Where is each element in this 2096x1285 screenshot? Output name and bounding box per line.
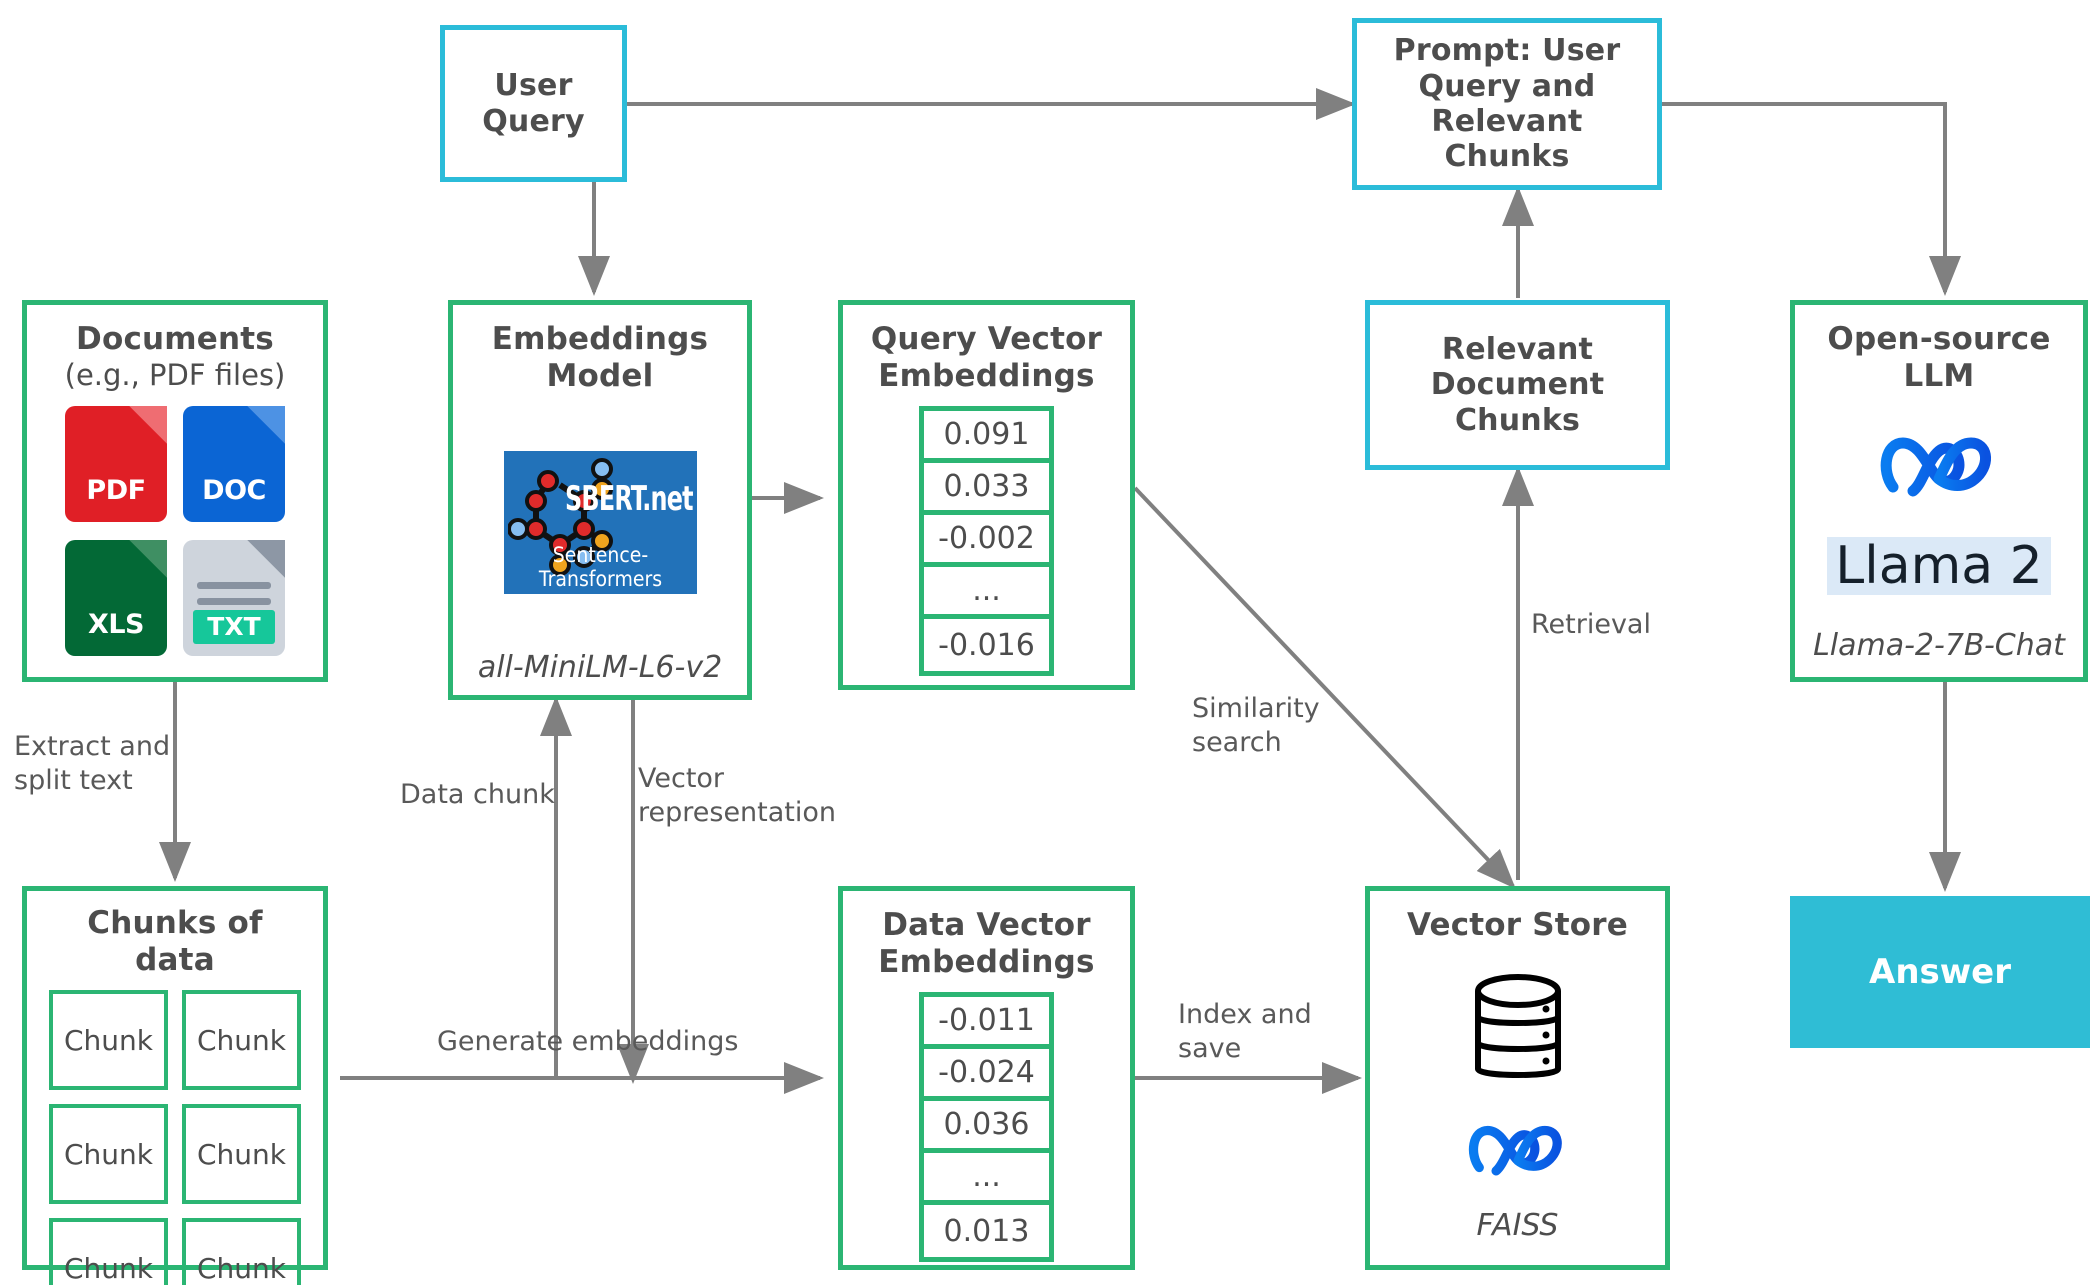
chunks-of-data-title: Chunks of data: [87, 905, 263, 978]
query-vector-value: 0.033: [924, 463, 1049, 516]
llama-2-badge: Llama 2: [1827, 536, 2051, 595]
embeddings-model-name: all-MiniLM-L6-v2: [477, 650, 723, 685]
document-file-icons: PDF DOC XLS TXT: [65, 405, 285, 656]
node-chunks-of-data[interactable]: Chunks of data Chunk Chunk Chunk Chunk C…: [22, 886, 328, 1285]
chunk-item[interactable]: Chunk: [49, 1218, 168, 1285]
data-vector-ellipsis: ...: [924, 1153, 1049, 1206]
query-vector-title: Query Vector Embeddings: [870, 321, 1103, 394]
query-vector-list: 0.091 0.033 -0.002 ... -0.016: [919, 406, 1054, 677]
node-relevant-document-chunks[interactable]: Relevant Document Chunks: [1365, 300, 1670, 470]
node-open-source-llm[interactable]: Open-source LLM Llama 2 Llama-2-7B-Chat: [1790, 300, 2088, 682]
node-vector-store[interactable]: Vector Store FAISS: [1365, 886, 1670, 1270]
txt-file-icon: TXT: [183, 539, 285, 656]
pdf-file-icon: PDF: [65, 405, 167, 522]
chunk-item[interactable]: Chunk: [182, 1104, 301, 1205]
documents-title: Documents: [76, 321, 274, 357]
edge-query-vector-to-vector-store: [1133, 486, 1516, 889]
edge-label-similarity-search: Similarity search: [1192, 693, 1320, 758]
documents-subtitle: (e.g., PDF files): [64, 357, 286, 392]
node-user-query[interactable]: User Query: [440, 25, 627, 182]
meta-infinity-logo: [1468, 1125, 1562, 1176]
query-vector-value: -0.016: [938, 627, 1035, 663]
chunk-item[interactable]: Chunk: [182, 990, 301, 1091]
edge-label-index-and-save: Index and save: [1178, 999, 1312, 1064]
sbert-logo: SBERT.net Sentence-Transformers: [503, 450, 697, 594]
pdf-file-label: PDF: [86, 474, 146, 506]
chunk-item[interactable]: Chunk: [49, 990, 168, 1091]
edge-label-generate-embeddings: Generate embeddings: [437, 1026, 739, 1057]
doc-file-icon: DOC: [183, 405, 285, 522]
query-vector-ellipsis: ...: [924, 567, 1049, 620]
data-vector-title: Data Vector Embeddings: [878, 907, 1095, 980]
data-vector-value: -0.024: [924, 1049, 1049, 1102]
node-prompt[interactable]: Prompt: User Query and Relevant Chunks: [1352, 18, 1662, 190]
prompt-label: Prompt: User Query and Relevant Chunks: [1393, 33, 1621, 175]
chunk-item[interactable]: Chunk: [49, 1104, 168, 1205]
meta-infinity-logo: [1880, 437, 1991, 497]
edge-label-vector-representation: Vector representation: [638, 763, 837, 828]
node-documents[interactable]: Documents (e.g., PDF files) PDF DOC XLS: [22, 300, 328, 682]
doc-file-label: DOC: [202, 474, 266, 506]
node-embeddings-model[interactable]: Embeddings Model: [448, 300, 752, 700]
xls-file-icon: XLS: [65, 539, 167, 656]
chunk-item[interactable]: Chunk: [182, 1218, 301, 1285]
llm-model-name: Llama-2-7B-Chat: [1813, 628, 2065, 663]
txt-file-label: TXT: [193, 609, 275, 644]
user-query-label: User Query: [482, 68, 585, 139]
answer-label: Answer: [1869, 952, 2011, 992]
chunk-grid: Chunk Chunk Chunk Chunk Chunk Chunk: [49, 990, 301, 1285]
edge-label-retrieval: Retrieval: [1531, 609, 1651, 640]
open-source-llm-title: Open-source LLM: [1827, 321, 2051, 394]
vector-store-library-name: FAISS: [1476, 1207, 1559, 1243]
query-vector-value: -0.002: [924, 515, 1049, 568]
edge-prompt-to-llm: [1662, 102, 1961, 296]
xls-file-label: XLS: [88, 608, 144, 640]
sbert-wordmark: SBERT.net: [564, 478, 694, 519]
relevant-chunks-label: Relevant Document Chunks: [1430, 331, 1605, 438]
node-query-vector-embeddings[interactable]: Query Vector Embeddings 0.091 0.033 -0.0…: [838, 300, 1135, 690]
data-vector-value: -0.011: [924, 997, 1049, 1050]
query-vector-value: 0.091: [924, 411, 1049, 464]
data-vector-value: 0.013: [943, 1213, 1030, 1249]
embeddings-model-title: Embeddings Model: [491, 321, 709, 394]
database-cylinder-icon: [1474, 974, 1561, 1079]
node-answer[interactable]: Answer: [1790, 896, 2090, 1048]
data-vector-value: 0.036: [924, 1101, 1049, 1154]
sbert-caption: Sentence-Transformers: [538, 542, 662, 591]
vector-store-title: Vector Store: [1406, 907, 1629, 943]
data-vector-list: -0.011 -0.024 0.036 ... 0.013: [919, 992, 1054, 1263]
edge-label-extract-and-split-text: Extract and split text: [14, 731, 171, 796]
edge-label-data-chunk: Data chunk: [400, 779, 555, 810]
node-data-vector-embeddings[interactable]: Data Vector Embeddings -0.011 -0.024 0.0…: [838, 886, 1135, 1270]
